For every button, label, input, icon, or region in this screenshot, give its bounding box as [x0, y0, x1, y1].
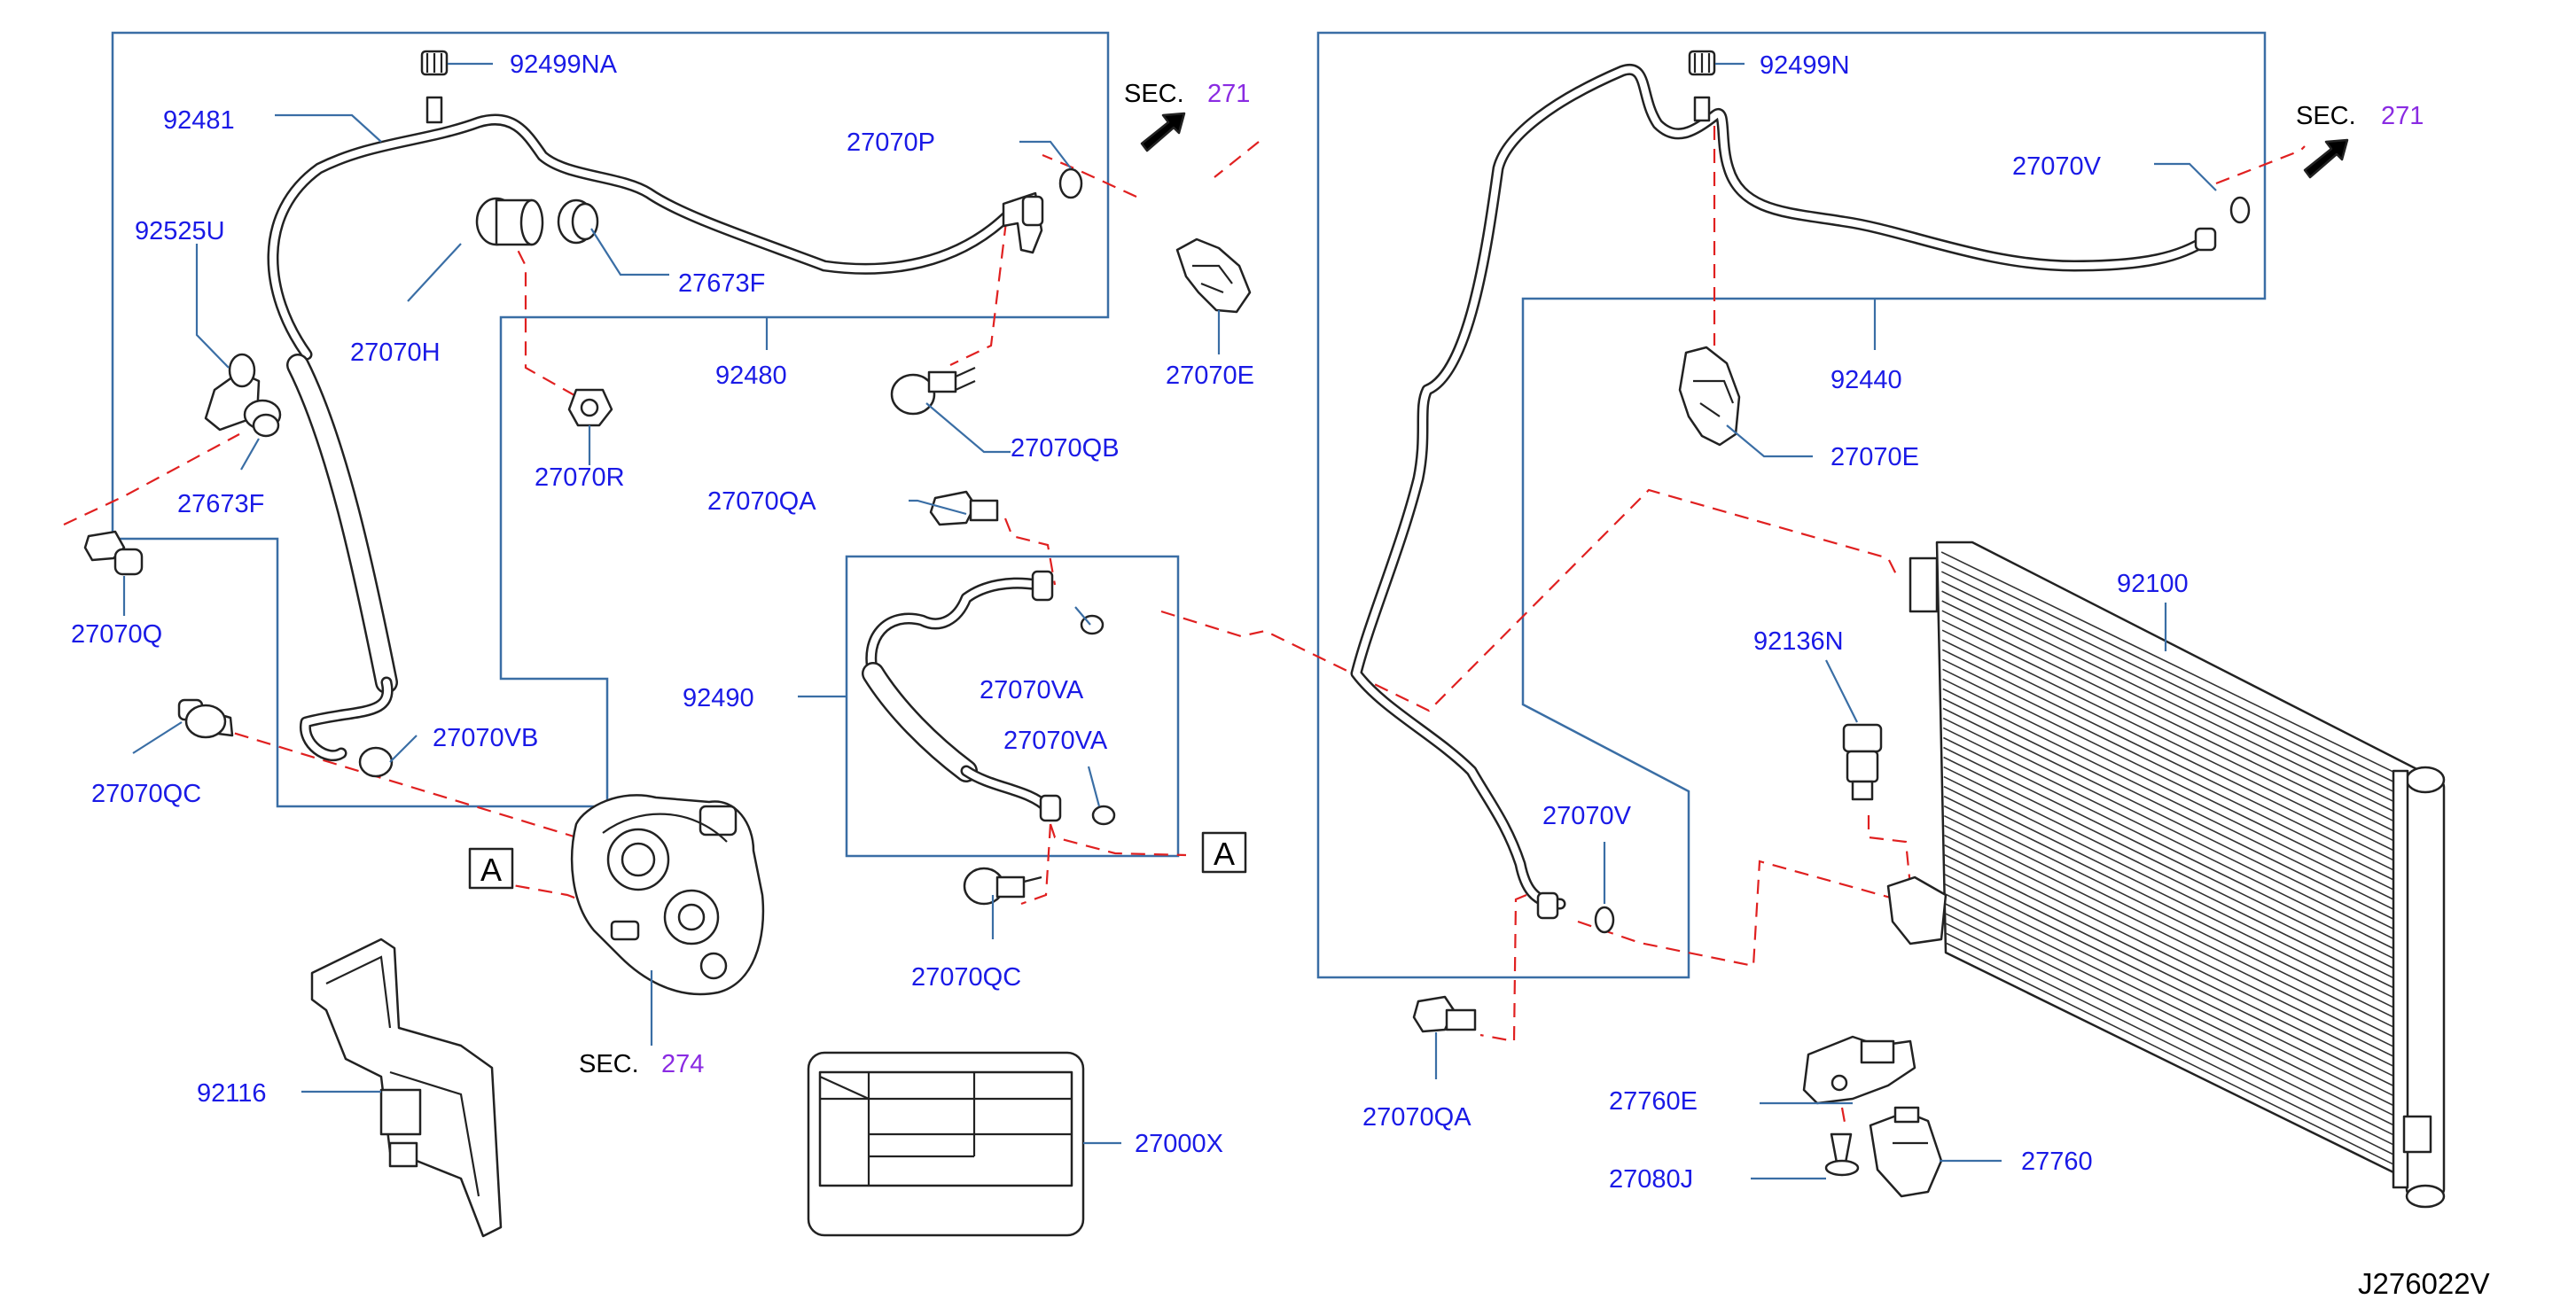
- pressure-sensor-92136N-icon: [1842, 723, 1883, 801]
- seal-27070VB-icon: [358, 746, 394, 778]
- condenser-92100-icon: [1886, 541, 2446, 1209]
- label-27070QC-mid: 27070QC: [911, 963, 1021, 992]
- sec-number-274: 274: [661, 1050, 704, 1078]
- bracket-27760E-icon: [1802, 1035, 1916, 1105]
- seal-27070P-icon: [1058, 167, 1083, 199]
- arrow-sec-271-b-icon: [2303, 138, 2349, 179]
- label-27070VA-1: 27070VA: [980, 676, 1084, 704]
- label-92481: 92481: [163, 106, 235, 135]
- ref-mark-right: A: [1214, 836, 1235, 872]
- bolt-27070QC-left-icon: [177, 698, 234, 739]
- label-27000X-icon: [807, 1051, 1085, 1237]
- label-27070V-low: 27070V: [1542, 802, 1632, 830]
- o-ring-27673F-left-icon: [243, 399, 282, 438]
- label-92499NA: 92499NA: [510, 51, 618, 79]
- joint-27070H-icon: [475, 197, 544, 246]
- label-92116: 92116: [197, 1079, 267, 1108]
- cap-92499NA-icon: [420, 50, 449, 124]
- seal-27070V-low-icon: [1594, 906, 1615, 934]
- bolt-27070Q-icon: [83, 530, 144, 576]
- ref-box-right: [1201, 831, 1247, 874]
- label-27673F-left: 27673F: [177, 490, 264, 518]
- seal-27070V-top-icon: [2229, 196, 2251, 224]
- bolt-27070QC-mid-icon: [963, 867, 1042, 906]
- pipe-fitting-92481-icon: [1021, 195, 1044, 227]
- label-27760: 27760: [2021, 1148, 2093, 1176]
- pipe-fitting-92490-low-icon: [1039, 794, 1062, 822]
- label-27070VB: 27070VB: [433, 724, 538, 752]
- label-27070P: 27070P: [847, 128, 935, 157]
- o-ring-27673F-top-icon: [557, 198, 599, 245]
- pipe-fitting-92440-top-icon: [2194, 227, 2217, 252]
- label-92440: 92440: [1831, 366, 1902, 394]
- label-92490: 92490: [683, 684, 754, 712]
- label-27070QC-left: 27070QC: [91, 780, 201, 808]
- label-27070Q: 27070Q: [71, 620, 162, 649]
- sec-number-271-b: 271: [2381, 102, 2424, 130]
- ref-mark-left: A: [480, 852, 502, 888]
- sec-label-274: SEC.: [579, 1050, 639, 1078]
- label-27760E: 27760E: [1609, 1087, 1698, 1116]
- sec-number-271-a: 271: [1207, 80, 1250, 108]
- label-27080J: 27080J: [1609, 1165, 1693, 1194]
- seal-27070VA-2-icon: [1091, 805, 1116, 826]
- ambient-sensor-27760-icon: [1869, 1106, 1943, 1198]
- bracket-92116-icon: [310, 938, 503, 1238]
- cap-92499N-icon: [1688, 50, 1716, 122]
- sec-label-271-a: SEC.: [1124, 80, 1184, 108]
- arrow-sec-271-a-icon: [1140, 112, 1186, 152]
- leader-lines: [122, 62, 2217, 1180]
- label-27070V-top: 27070V: [2012, 152, 2102, 181]
- label-27070QB: 27070QB: [1011, 434, 1120, 463]
- label-92136N: 92136N: [1753, 627, 1844, 656]
- label-27000X: 27000X: [1135, 1130, 1223, 1158]
- group-box-92480: [111, 31, 1110, 808]
- compressor-icon: [570, 794, 765, 996]
- label-27070VA-2: 27070VA: [1003, 727, 1108, 755]
- clip-27080J-icon: [1824, 1132, 1860, 1177]
- label-92499N: 92499N: [1760, 51, 1850, 80]
- label-27070QA-mid: 27070QA: [707, 487, 816, 516]
- label-27070H: 27070H: [350, 338, 441, 367]
- sec-label-271-b: SEC.: [2296, 102, 2356, 130]
- label-27070E-right: 27070E: [1831, 443, 1919, 471]
- pipe-fitting-92440-low-icon: [1536, 891, 1559, 920]
- label-27070R: 27070R: [535, 463, 625, 492]
- label-27070QA-low: 27070QA: [1362, 1103, 1471, 1132]
- label-27673F-top: 27673F: [678, 269, 765, 298]
- label-92525U: 92525U: [135, 217, 225, 245]
- group-box-92490: [845, 555, 1180, 858]
- pipe-fitting-92490-top-icon: [1031, 570, 1054, 602]
- bolt-27070QA-low-icon: [1412, 995, 1477, 1033]
- nut-27070R-icon: [567, 388, 613, 427]
- label-27070E-left: 27070E: [1166, 362, 1254, 390]
- drawing-code: J276022V: [2358, 1267, 2490, 1300]
- group-box-92440: [1316, 31, 2267, 979]
- bolt-27070QB-icon: [890, 366, 976, 416]
- label-92100: 92100: [2117, 570, 2189, 598]
- label-92480: 92480: [715, 362, 787, 390]
- clip-27070E-left-icon: [1175, 237, 1252, 314]
- bolt-27070QA-mid-icon: [929, 490, 999, 526]
- clip-27070E-right-icon: [1678, 346, 1741, 447]
- ref-box-left: [468, 847, 514, 890]
